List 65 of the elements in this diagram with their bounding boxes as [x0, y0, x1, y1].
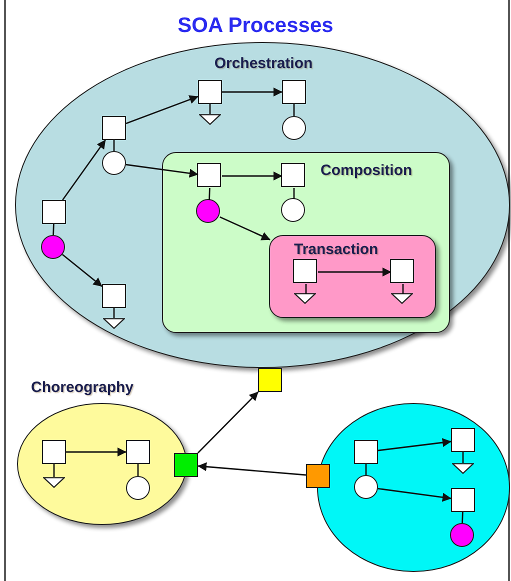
- arrow: [197, 392, 259, 454]
- connector-line: [305, 284, 307, 294]
- event-circle: [40, 234, 64, 258]
- activity-square: [198, 80, 222, 104]
- connector-line: [293, 188, 295, 199]
- activity-square: [306, 464, 330, 488]
- arrow: [378, 438, 452, 452]
- event-circle: [282, 116, 306, 140]
- arrow: [126, 95, 198, 124]
- arrow: [62, 140, 106, 200]
- activity-square: [102, 284, 126, 308]
- process-panel: [162, 152, 450, 332]
- end-triangle: [42, 476, 64, 488]
- activity-square: [281, 163, 305, 187]
- diagram-title: SOA Processes: [176, 14, 334, 38]
- arrow: [66, 448, 126, 456]
- arrow: [222, 88, 282, 96]
- group-heading: Composition: [320, 162, 412, 178]
- end-triangle: [198, 114, 220, 124]
- end-triangle: [390, 292, 412, 304]
- process-panel: [269, 235, 436, 318]
- event-circle: [196, 199, 220, 223]
- activity-square: [174, 453, 198, 477]
- activity-square: [292, 258, 316, 282]
- connector-line: [113, 308, 115, 318]
- connector-line: [113, 140, 115, 151]
- group-heading: Orchestration: [213, 55, 314, 72]
- event-circle: [126, 476, 150, 500]
- connector-line: [208, 188, 210, 200]
- end-triangle: [102, 318, 124, 328]
- end-triangle: [294, 292, 316, 304]
- connector-line: [402, 284, 404, 294]
- arrow: [220, 216, 270, 240]
- connector-line: [293, 104, 295, 116]
- activity-square: [102, 116, 126, 140]
- activity-square: [126, 440, 150, 464]
- event-circle: [354, 474, 378, 498]
- activity-square: [282, 80, 306, 104]
- event-circle: [102, 150, 126, 174]
- arrow: [62, 254, 102, 287]
- activity-square: [390, 258, 414, 282]
- connector-line: [462, 452, 464, 463]
- connector-line: [209, 104, 211, 114]
- arrow: [126, 164, 198, 178]
- arrow: [378, 488, 452, 502]
- activity-square: [354, 440, 378, 464]
- connector-line: [462, 512, 464, 524]
- arrow: [318, 268, 392, 276]
- arrow: [222, 172, 282, 180]
- activity-square: [450, 488, 474, 512]
- activity-square: [258, 368, 282, 392]
- end-triangle: [452, 462, 474, 474]
- connector-line: [137, 464, 139, 476]
- connector-line: [365, 464, 367, 475]
- group-heading: Transaction: [294, 241, 378, 258]
- connector-line: [52, 224, 54, 236]
- activity-square: [450, 428, 474, 452]
- event-circle: [281, 198, 305, 222]
- group-heading: Choreography: [31, 379, 134, 396]
- activity-square: [197, 163, 221, 187]
- activity-square: [42, 440, 66, 464]
- event-circle: [450, 522, 474, 546]
- arrow: [198, 462, 306, 476]
- connector-line: [53, 464, 55, 477]
- activity-square: [42, 200, 66, 224]
